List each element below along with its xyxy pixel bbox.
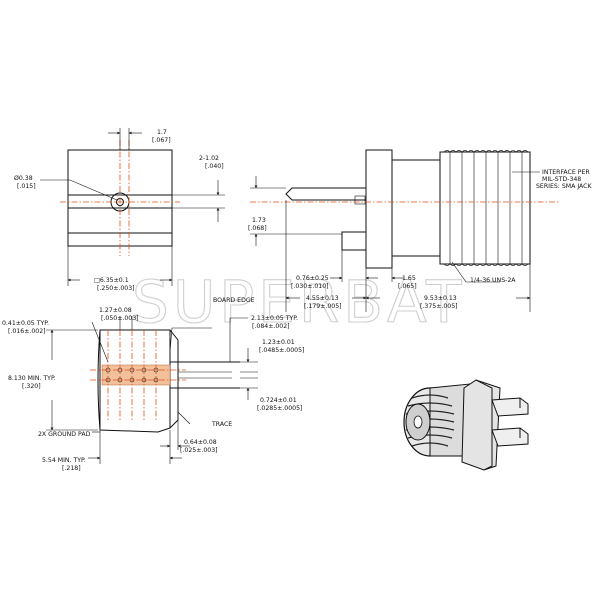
- trace-label: TRACE: [211, 421, 232, 428]
- dim-6-35: □6.35±0.1: [94, 277, 129, 284]
- thread-lines: [443, 150, 529, 266]
- dim-1-23-in: [.0485±.0005]: [259, 347, 304, 354]
- dim-8-130-in: [.320]: [22, 383, 41, 390]
- dim-2-13: 2.13±0.05 TYP.: [251, 315, 298, 322]
- watermark: SUPERBAT: [132, 268, 466, 336]
- dim-0-76: 0.76±0.25: [296, 275, 329, 282]
- dim-0-724-in: [.0285±.0005]: [257, 405, 302, 412]
- dim-1-27: 1.27±0.08: [99, 307, 132, 314]
- dim-9-53-in: [.375±.005]: [420, 303, 458, 310]
- dim-1-65-in: [.065]: [398, 283, 417, 290]
- footprint-view: [46, 316, 258, 464]
- dim-5-54-in: [.218]: [62, 465, 81, 472]
- dim-1-7-in: [.067]: [152, 137, 171, 144]
- dim-0-41: 0.41±0.05 TYP.: [2, 320, 49, 327]
- dim-2-1-02: 2-1.02: [199, 155, 219, 162]
- front-view: [40, 128, 225, 286]
- dim-0-64-in: [.025±.003]: [180, 447, 218, 454]
- dim-1-27-in: [.050±.003]: [101, 315, 139, 322]
- iso-view: [403, 379, 529, 471]
- thread-spec: 1/4-36 UNS-2A: [470, 277, 516, 284]
- dim-0-64: 0.64±0.08: [184, 439, 217, 446]
- dim-5-54: 5.54 MIN. TYP.: [42, 457, 86, 464]
- dim-0-76-in: [.030±.010]: [291, 283, 329, 290]
- dim-0-724: 0.724±0.01: [260, 397, 297, 404]
- ground-pad-label: 2X GROUND PAD: [38, 431, 91, 438]
- dim-9-53: 9.53±0.13: [424, 295, 457, 302]
- dim-4-55: 4.55±0.13: [306, 295, 339, 302]
- side-view: [250, 149, 560, 312]
- dim-0-38: Ø0.38: [14, 174, 33, 182]
- dim-2-1-02-in: [.040]: [205, 163, 224, 170]
- dim-8-130: 8.130 MIN. TYP.: [8, 375, 56, 382]
- dim-0-41-in: [.016±.002]: [8, 328, 46, 335]
- dim-1-23: 1.23±0.01: [262, 339, 295, 346]
- dim-2-13-in: [.084±.002]: [252, 323, 290, 330]
- interface-line1: INTERFACE PER: [542, 169, 590, 176]
- dim-1-73-in: [.068]: [248, 225, 267, 232]
- board-edge-label: BOARD EDGE: [213, 297, 255, 304]
- dim-1-65: 1.65: [402, 275, 416, 282]
- dim-0-38-in: [.015]: [17, 183, 36, 190]
- dim-1-73: 1.73: [252, 217, 266, 224]
- dim-4-55-in: [.179±.005]: [304, 303, 342, 310]
- dim-1-7: 1.7: [157, 129, 167, 136]
- interface-line2: MIL-STD-348: [542, 176, 581, 183]
- dim-6-35-in: [.250±.003]: [97, 285, 135, 292]
- via-grid: [101, 364, 171, 386]
- interface-line3: SERIES: SMA JACK: [536, 183, 592, 190]
